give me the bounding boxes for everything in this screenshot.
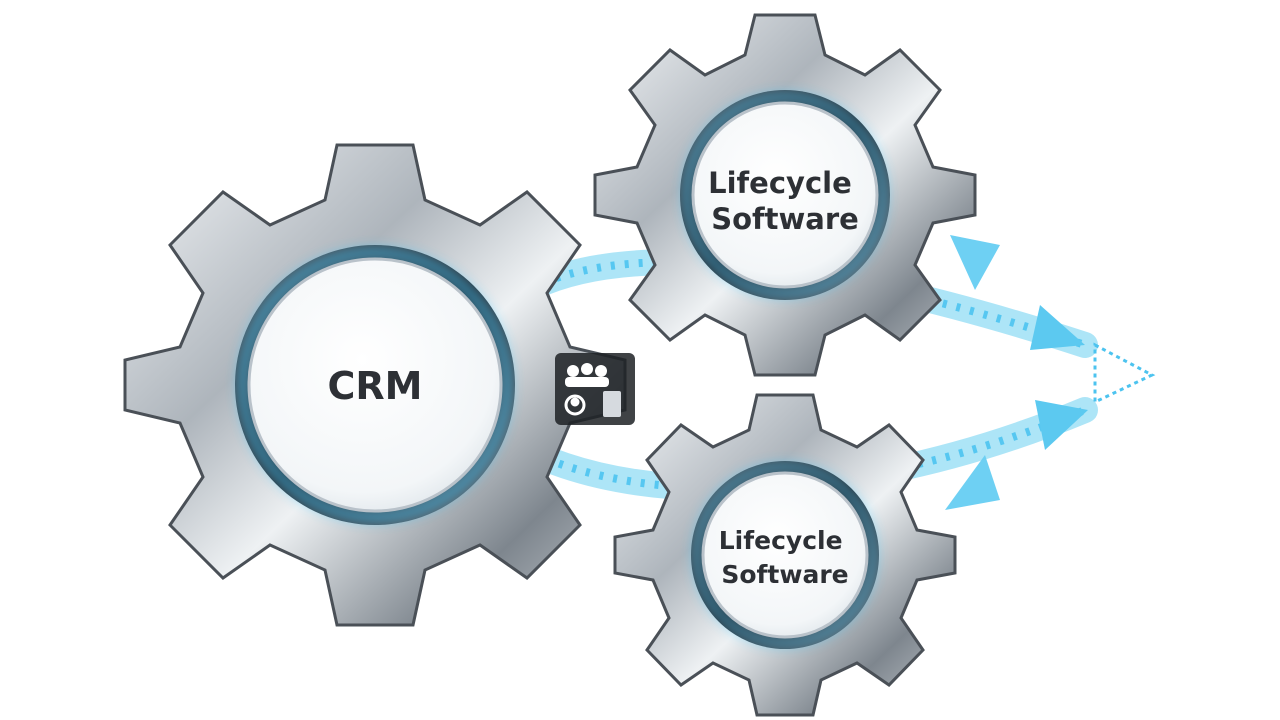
gear-lifecycle-top: Lifecycle Software [593,13,977,377]
people-icon [565,363,609,387]
play-triangle-icon [1093,342,1156,405]
gear-lifecycle-bottom-face [701,471,869,639]
arrowhead-mid-upper [950,235,1000,290]
gear-lifecycle-bottom: Lifecycle Software [613,393,957,717]
arrowhead-right-upper [1030,305,1085,350]
gear-lifecycle-bottom-label-line1: Lifecycle [719,526,843,555]
arrowhead-right-lower [1035,400,1088,450]
gear-lifecycle-top-label-line1: Lifecycle [708,166,852,200]
gear-lifecycle-top-face [691,101,879,289]
document-icon [603,391,621,417]
gear-crm-label: CRM [328,364,423,408]
gear-crm-glow [238,248,512,522]
gear-lifecycle-top-label-line2: Software [711,202,859,236]
gear-lifecycle-top-glow [683,93,887,297]
gear-lifecycle-bottom-label: Lifecycle Software [719,526,852,589]
gear-lifecycle-bottom-glow [693,463,877,647]
gear-lifecycle-top-label: Lifecycle Software [708,166,862,236]
gear-lifecycle-bottom-label-line2: Software [721,560,848,589]
gear-crm-icon-cluster [555,353,635,425]
gear-crm: CRM [123,143,635,627]
arrowhead-mid-lower [945,455,1000,510]
gear-crm-face [247,257,503,513]
user-icon [564,394,586,416]
